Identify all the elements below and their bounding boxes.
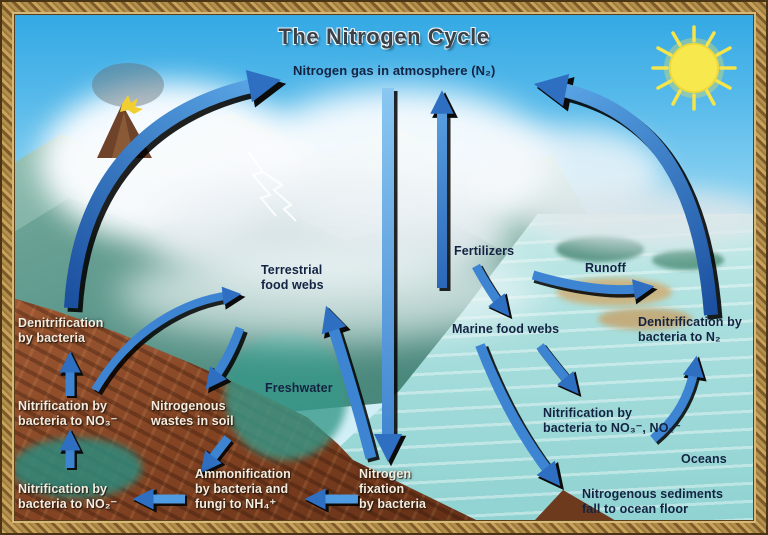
label-fertilizers: Fertilizers (454, 244, 515, 258)
label-sediments: Nitrogenous sediments fall to ocean floo… (582, 487, 724, 516)
label-ammonification: Ammonification by bacteria and fungi to … (195, 467, 291, 511)
arrow-ammonification-to-nitrite (132, 488, 187, 513)
label-nitrogen-fixation: Nitrogen fixation by bacteria (359, 467, 427, 511)
arrow-nitrate-to-denitrification (59, 351, 84, 398)
arrow-fixation-to-ammonification (304, 488, 360, 513)
label-nitrification-no2: Nitrification by bacteria to NO₂⁻ (18, 482, 118, 511)
label-nitrification-no3: Nitrification by bacteria to NO₃⁻ (18, 399, 118, 428)
arrow-up-to-atmosphere (430, 90, 458, 291)
label-oceans: Oceans (681, 452, 727, 466)
label-freshwater: Freshwater (265, 381, 333, 395)
diagram-title: The Nitrogen Cycle (278, 24, 490, 49)
label-nitrogenous-wastes: Nitrogenous wastes in soil (151, 399, 234, 428)
arrow-atmosphere-down-to-fixation (373, 88, 407, 467)
lightning-icon (247, 151, 297, 222)
arrow-terrestrial-to-wastes (205, 326, 248, 394)
label-denitrification-right: Denitrification by bacteria to N₂ (638, 315, 742, 344)
arrow-marine-to-nitrification (536, 343, 582, 398)
label-marine-food-webs: Marine food webs (452, 322, 560, 336)
label-nitrification-ocean: Nitrification by bacteria to NO₃⁻, NO₂⁻ (543, 406, 681, 435)
arrow-freshwater-to-terrestrial (321, 305, 380, 463)
label-runoff: Runoff (585, 261, 626, 275)
label-nitrogen-gas-atmosphere: Nitrogen gas in atmosphere (N₂) (293, 63, 496, 78)
arrow-wastes-to-ammonification (200, 435, 234, 477)
label-denitrification-left: Denitrification by bacteria (18, 316, 104, 345)
arrow-runoff (531, 270, 658, 305)
arrow-denitrification-to-atmosphere-left (64, 69, 287, 313)
arrow-nitrite-to-nitrate (59, 429, 84, 470)
arrow-fertilizers-to-marine (472, 263, 513, 320)
label-terrestrial-food-webs: Terrestrial food webs (261, 263, 324, 292)
